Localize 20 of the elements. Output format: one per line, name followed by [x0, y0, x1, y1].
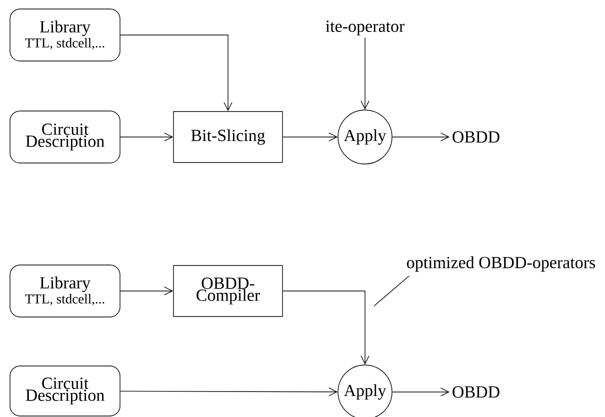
node-label: OBDD	[452, 131, 500, 143]
arrow	[120, 388, 338, 396]
arrow	[120, 286, 174, 296]
leader-line	[374, 276, 410, 306]
arrow	[392, 388, 450, 396]
arrow	[282, 132, 338, 142]
arrow	[120, 34, 232, 112]
arrow	[360, 37, 370, 110]
process-box: Bit-Slicing	[173, 111, 283, 163]
process-box: OBDD- Compiler	[173, 265, 283, 317]
arrow	[120, 132, 174, 142]
input-box: Library TTL, stdcell,...	[10, 264, 120, 318]
arrow	[392, 132, 450, 142]
node-label: optimized OBDD-operators	[406, 256, 596, 272]
input-box: Circuit Description	[10, 110, 120, 164]
node-label: OBDD	[452, 386, 500, 398]
arrow	[282, 290, 370, 365]
node-label: ite-operator	[326, 20, 404, 36]
input-box: Library TTL, stdcell,...	[10, 8, 120, 62]
input-box: Circuit Description	[10, 366, 120, 416]
